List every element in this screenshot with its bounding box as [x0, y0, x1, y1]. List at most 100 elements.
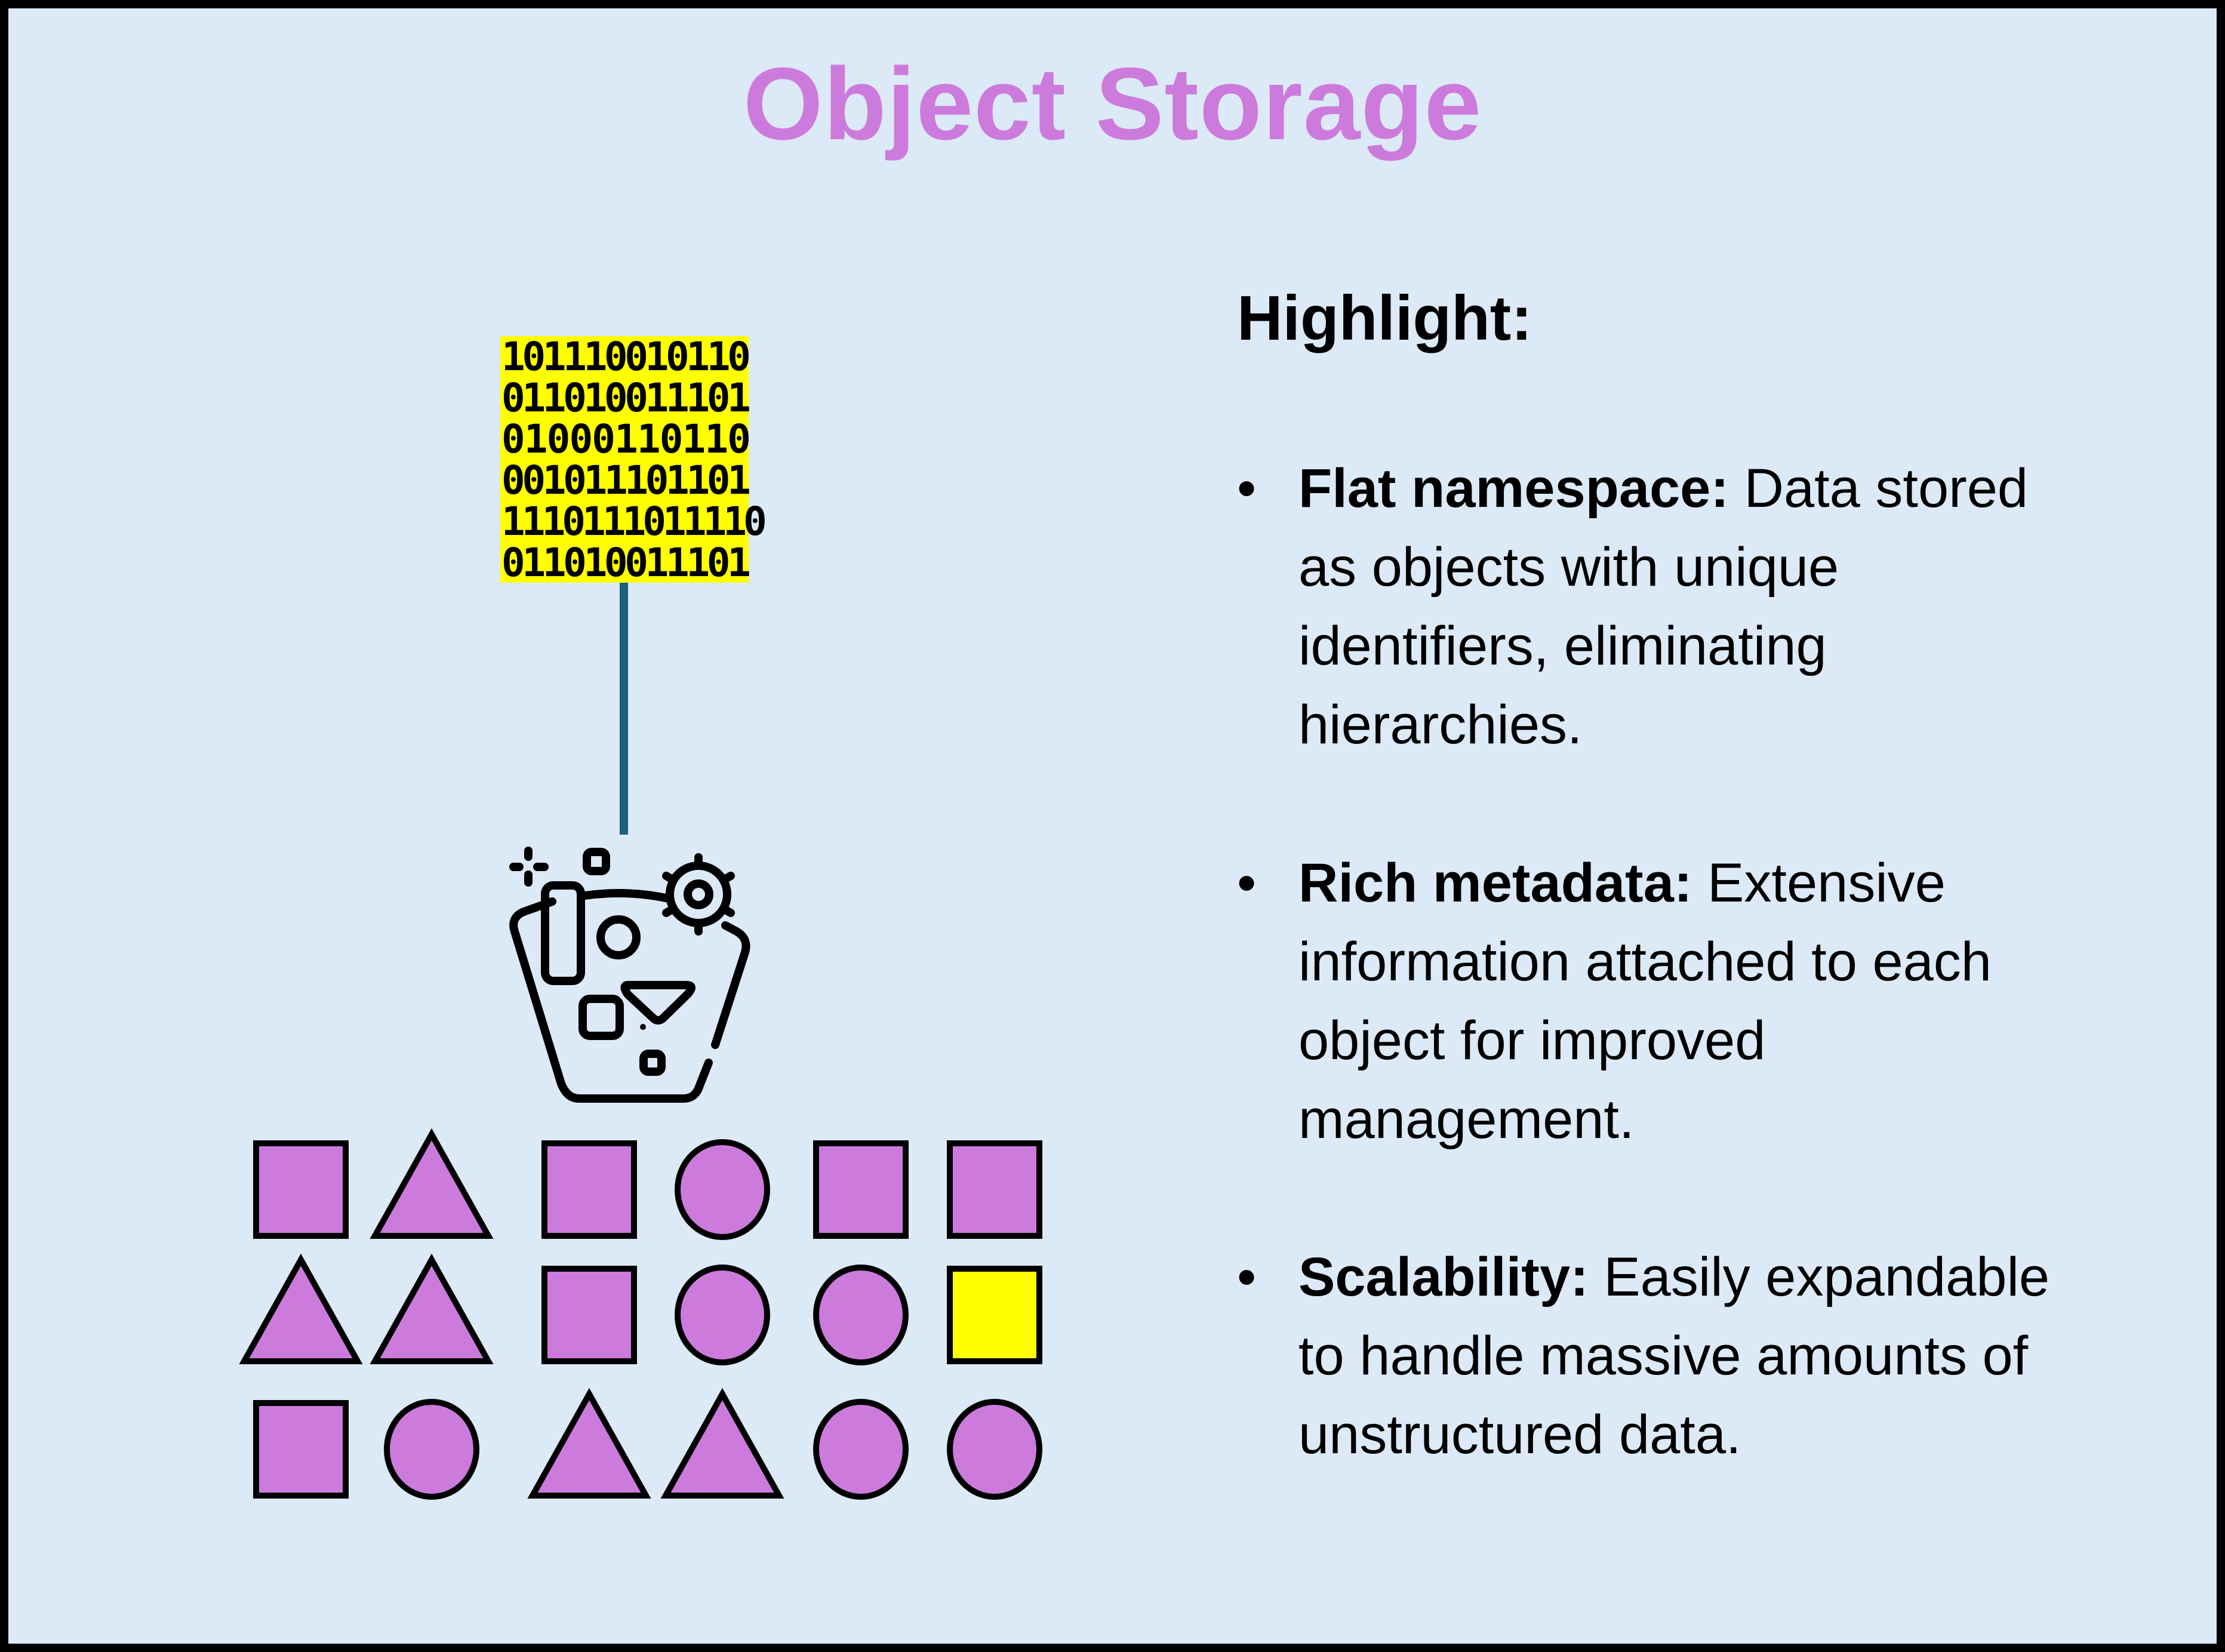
binary-digit: 1 — [542, 457, 567, 503]
square-shape — [578, 995, 624, 1040]
sparkle-icon — [509, 847, 549, 887]
binary-digit: 1 — [645, 333, 669, 380]
binary-digit: 1 — [686, 539, 710, 586]
binary-digit: 1 — [727, 539, 751, 586]
binary-digit: 0 — [546, 416, 571, 462]
tall-rect-shape — [541, 881, 585, 985]
binary-digit: 1 — [682, 498, 707, 544]
bullet-term: Rich metadata: — [1298, 853, 1692, 913]
binary-digit: 1 — [682, 416, 706, 462]
binary-digit: 0 — [501, 416, 525, 462]
binary-digit: 1 — [583, 333, 608, 380]
bullet-flat-namespace: • Flat namespace: Data stored as objects… — [1237, 449, 2061, 764]
circle-shape — [675, 1265, 770, 1365]
square-shape — [947, 1140, 1042, 1239]
bullet-icon: • — [1237, 1247, 1257, 1308]
binary-digit: 0 — [706, 374, 731, 421]
binary-digit: 1 — [704, 416, 728, 462]
page-title: Object Storage — [743, 47, 1482, 161]
highlighted-square-shape — [947, 1266, 1042, 1364]
triangle-shape — [370, 1128, 494, 1239]
binary-digit: 0 — [624, 374, 648, 421]
binary-digit: 0 — [659, 416, 684, 462]
binary-digit: 1 — [666, 539, 690, 586]
binary-digit: 1 — [686, 457, 710, 503]
binary-digit: 1 — [645, 374, 669, 421]
binary-digit: 0 — [624, 333, 648, 380]
triangle-shape — [239, 1253, 363, 1364]
binary-digit: 1 — [563, 333, 587, 380]
binary-digit: 1 — [706, 333, 731, 380]
binary-digit: 0 — [743, 498, 767, 544]
binary-digit: 0 — [501, 457, 525, 503]
binary-digit: 1 — [583, 457, 608, 503]
object-bucket-icon — [509, 847, 750, 1103]
binary-digit: 1 — [541, 498, 566, 544]
binary-digit: 0 — [563, 539, 587, 586]
bullet-icon: • — [1237, 853, 1257, 913]
binary-digit: 1 — [645, 539, 669, 586]
binary-digit: 1 — [614, 416, 638, 462]
binary-digit: 0 — [592, 416, 616, 462]
binary-digit: 1 — [542, 539, 567, 586]
binary-digit: 0 — [563, 374, 587, 421]
bullet-icon: • — [1237, 458, 1257, 519]
binary-digit: 1 — [501, 498, 525, 544]
small-square-2 — [639, 1050, 666, 1076]
triangle-shape — [620, 981, 695, 1025]
square-shape — [813, 1140, 909, 1239]
binary-digit: 0 — [727, 333, 751, 380]
bucket-outline — [509, 897, 750, 1103]
square-shape — [541, 1140, 637, 1239]
binary-digit: 1 — [583, 539, 608, 586]
binary-digit: 0 — [569, 416, 593, 462]
binary-digit: 1 — [723, 498, 747, 544]
binary-digit: 0 — [645, 457, 669, 503]
small-square-icon — [583, 848, 610, 875]
binary-digit: 0 — [706, 539, 731, 586]
bullet-scalability: • Scalability: Easily expandable to hand… — [1237, 1238, 2061, 1474]
square-shape — [253, 1140, 349, 1239]
binary-digit: 0 — [563, 457, 587, 503]
circle-shape — [675, 1139, 770, 1240]
binary-digit: 1 — [583, 374, 608, 421]
binary-digit: 1 — [602, 498, 626, 544]
bullet-term: Flat namespace: — [1298, 458, 1729, 519]
binary-digit: 1 — [636, 416, 661, 462]
binary-digit: 1 — [666, 457, 690, 503]
triangle-shape — [660, 1388, 784, 1499]
binary-digit: 0 — [666, 333, 690, 380]
square-shape — [253, 1400, 349, 1499]
dot — [640, 1024, 646, 1030]
binary-digit: 0 — [604, 374, 628, 421]
bullet-desc: Data stored as objects with unique ident… — [1298, 458, 2029, 755]
binary-digit: 0 — [501, 539, 525, 586]
binary-digit: 1 — [624, 457, 648, 503]
binary-digit: 0 — [501, 374, 525, 421]
object-shapes-grid — [239, 1128, 1042, 1500]
binary-digit: 0 — [642, 498, 666, 544]
binary-digit: 0 — [604, 539, 628, 586]
binary-digit: 1 — [524, 416, 548, 462]
binary-digit: 1 — [522, 374, 546, 421]
binary-digit: 1 — [501, 333, 525, 380]
bullet-term: Scalability: — [1298, 1247, 1589, 1308]
binary-digit: 1 — [727, 374, 751, 421]
binary-digit: 1 — [542, 333, 567, 380]
binary-digit: 0 — [706, 457, 731, 503]
triangle-shape — [527, 1388, 651, 1499]
square-shape — [541, 1266, 637, 1364]
binary-digit: 1 — [542, 374, 567, 421]
connector-line — [620, 583, 628, 835]
binary-digit: 0 — [522, 457, 546, 503]
binary-digit: 1 — [686, 333, 710, 380]
circle-shape — [813, 1265, 909, 1365]
circle-shape — [384, 1399, 479, 1500]
binary-digit: 0 — [522, 333, 546, 380]
